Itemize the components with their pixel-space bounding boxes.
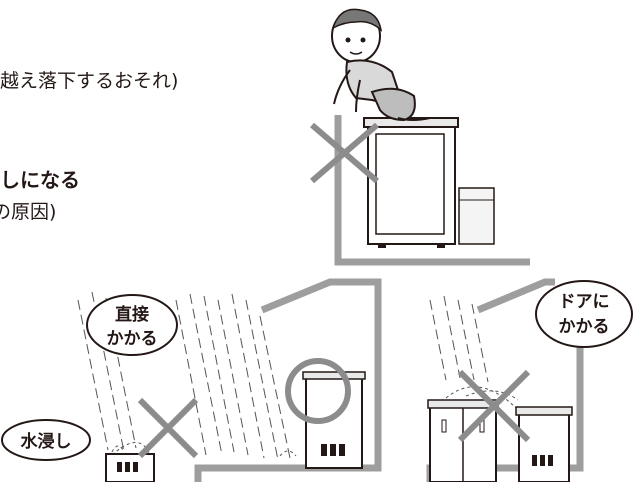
caption-cause: の原因): [0, 201, 57, 223]
bubble-door: [535, 280, 633, 348]
ok-mark: [285, 358, 351, 424]
house-outline: [194, 278, 382, 482]
ng-mark-top: [310, 122, 379, 184]
freezer-front: [375, 133, 445, 235]
door-scene: ドアに かかる: [426, 278, 633, 482]
bubble-door-line2: かかる: [559, 317, 610, 337]
rain-scene: 直接 かかる 水浸し: [1, 278, 382, 482]
rain-streaks: [77, 291, 291, 461]
caption-fall-risk: 越え落下するおそれ): [0, 70, 179, 92]
freezer-lid: [363, 117, 459, 128]
ng-mark-rain: [137, 397, 199, 459]
bubble-direct-line2: かかる: [107, 329, 158, 349]
bubble-direct: [86, 294, 178, 356]
bubble-door-line1: ドアに: [559, 292, 610, 312]
freezer-door-scene: [518, 412, 570, 482]
bubble-direct-line1: 直接: [115, 304, 149, 325]
floor-outline: [334, 115, 530, 266]
child-figure: [331, 8, 431, 122]
step-box: [458, 187, 495, 245]
caption-flooding: しになる: [0, 168, 80, 192]
bubble-flood: [1, 419, 91, 461]
bubble-flood-text: 水浸し: [21, 431, 72, 452]
top-scene: [310, 8, 530, 266]
ng-mark-door: [457, 369, 531, 443]
